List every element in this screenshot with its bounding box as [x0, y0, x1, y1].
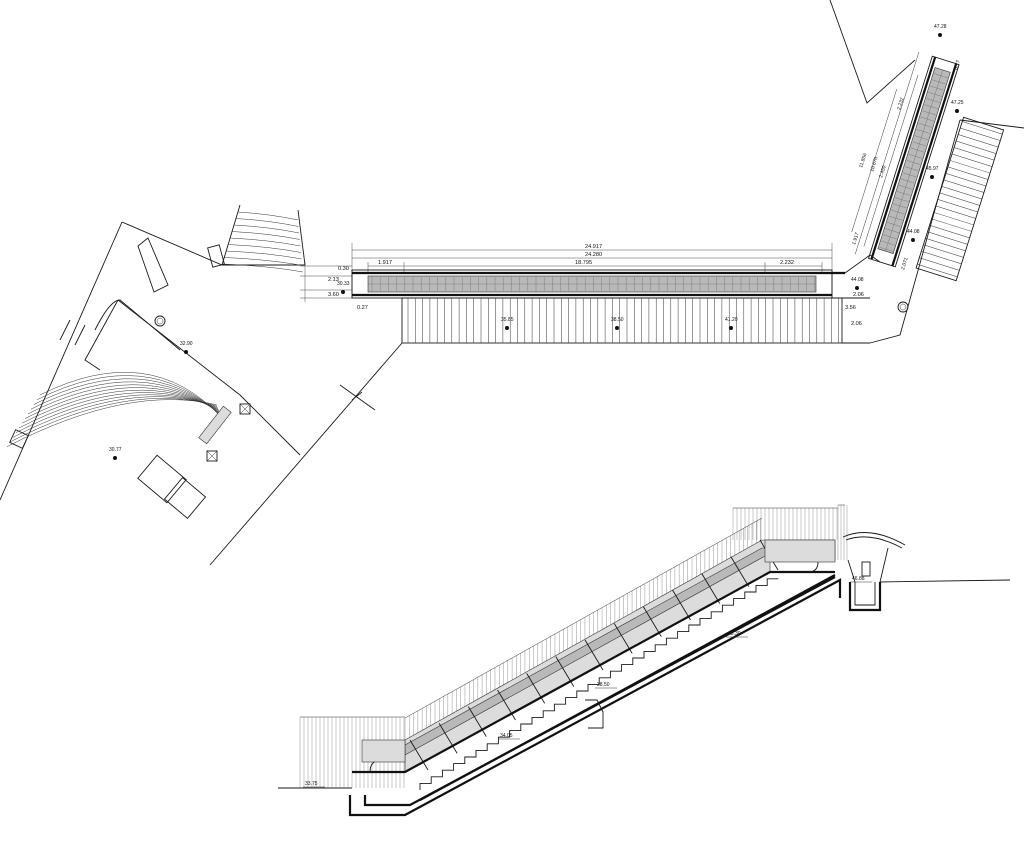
- lower-stair-band: [401, 297, 870, 344]
- level-marker: [113, 456, 117, 460]
- upper-fence: [732, 507, 838, 540]
- top-canopy: [842, 532, 906, 583]
- terrain-line-top-right: [829, 0, 916, 104]
- stair-profile: [419, 578, 779, 790]
- dim-right-offset-a: 2.06: [853, 292, 864, 298]
- section-level-label: 33.75: [305, 781, 318, 787]
- plan-view: 24.917 24.280 1.917 18.795 2.232 0.30 2.…: [0, 0, 1024, 566]
- level-label: 44.08: [851, 277, 864, 283]
- dim-overall-length: 24.917: [585, 244, 602, 250]
- dim-diag-length-b: 10.676: [869, 156, 879, 173]
- level-label: 38.50: [611, 317, 624, 323]
- lower-stair-risers: [407, 298, 839, 343]
- diagonal-stair-band: [915, 116, 1005, 282]
- dim-diag-bottom: 1.917: [851, 232, 861, 246]
- upper-left-stair: [207, 204, 306, 273]
- dim-top-right-small: 0.77: [953, 59, 962, 70]
- level-marker: [729, 326, 733, 330]
- site-diagonal-cut: [209, 342, 403, 566]
- dim-left-offset-mid: 2.13: [328, 277, 339, 283]
- level-marker: [955, 109, 959, 113]
- section-level-label: 46.88: [852, 576, 865, 582]
- level-label: 30.33: [337, 281, 350, 287]
- dim-left-segment: 1.917: [378, 260, 392, 266]
- escalator-step-ticks: [371, 277, 815, 291]
- section-spot-levels: 33.75 34.05 38.50 43.30 46.88: [303, 576, 872, 788]
- section-level-label: 38.50: [597, 682, 610, 688]
- dimension-chain-left: 0.30 2.13 3.60 0.27: [300, 262, 368, 311]
- curved-stair-treads: [6, 299, 223, 447]
- dim-inner-length: 24.280: [585, 252, 602, 258]
- terrain-line-right: [959, 119, 1024, 129]
- section-view: 33.75 34.05 38.50 43.30 46.88: [278, 504, 1011, 817]
- landing-blocks: [137, 403, 251, 520]
- level-marker: [184, 350, 188, 354]
- column-circle-right-inner: [899, 303, 907, 311]
- dimension-chain-top: 24.917 24.280 1.917 18.795 2.232: [351, 243, 833, 295]
- dim-middle-segment: 18.795: [575, 260, 592, 266]
- level-label: 44.08: [907, 229, 920, 235]
- plan-spot-levels: 47.28 47.25 45.97 44.08 44.08 30.33 35.85 38.50…: [109, 24, 964, 460]
- dim-diag-top: 2.232: [896, 97, 906, 111]
- level-label: 35.85: [501, 317, 514, 323]
- lower-fence: [404, 504, 848, 740]
- column-circle-left: [154, 315, 166, 327]
- section-level-label: 34.05: [500, 733, 513, 739]
- level-label: 45.97: [926, 166, 939, 172]
- dim-diag-length-a: 11.856: [858, 152, 868, 168]
- upper-left-stair-treads: [221, 211, 303, 273]
- dim-diag-side: 2.071: [900, 257, 910, 271]
- level-marker: [855, 286, 859, 290]
- column-circle-left-inner: [156, 317, 164, 325]
- escalator-diagonal-run: [851, 51, 960, 268]
- level-marker: [341, 290, 345, 294]
- diagonal-outline-lower: [844, 254, 881, 274]
- dim-right-offset-c: 2.06: [851, 321, 862, 327]
- diagonal-step-ticks: [879, 73, 948, 252]
- dim-left-offset-bottom: 3.60: [328, 292, 339, 298]
- level-label: 30.77: [109, 447, 122, 453]
- diagonal-outline-right: [869, 119, 961, 344]
- dim-left-offset-small: 0.27: [357, 305, 368, 311]
- ground-line-right: [879, 579, 1011, 583]
- dim-right-offset-b: 3.56: [845, 305, 856, 311]
- section-level-label: 43.30: [728, 631, 741, 637]
- dim-diag-length-c: 2.450: [878, 165, 888, 179]
- level-label: 47.28: [934, 24, 947, 30]
- level-marker: [930, 175, 934, 179]
- level-label: 41.20: [725, 317, 738, 323]
- escalator-truss: [352, 539, 836, 774]
- diagonal-stair-risers: [917, 121, 1003, 278]
- site-outline-top-left: [121, 221, 305, 266]
- truss-struts: [409, 539, 779, 771]
- level-marker: [938, 33, 942, 37]
- diagonal-dimensions: 11.856 10.676 2.450 2.232 1.917 2.071 0.…: [845, 59, 962, 327]
- column-circle-right: [897, 301, 909, 313]
- escalator-horizontal-run: [351, 269, 845, 299]
- level-label: 32.90: [180, 341, 193, 347]
- section-markers: [9, 319, 376, 449]
- level-label: 47.25: [951, 100, 964, 106]
- level-marker: [505, 326, 509, 330]
- site-outline-left: [0, 221, 123, 501]
- structure-below: [348, 576, 882, 817]
- level-marker: [615, 326, 619, 330]
- curved-stair-left: [6, 237, 241, 447]
- dim-right-segment: 2.232: [780, 260, 794, 266]
- level-marker: [911, 238, 915, 242]
- dim-left-offset-top: 0.30: [338, 266, 349, 272]
